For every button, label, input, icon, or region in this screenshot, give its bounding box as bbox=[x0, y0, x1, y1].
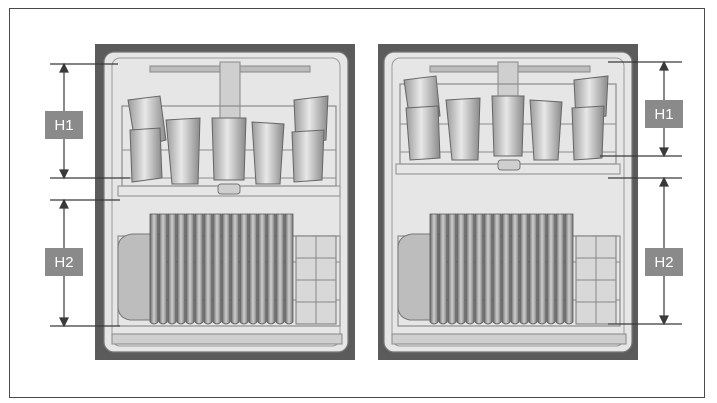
left-plate bbox=[194, 213, 204, 325]
left-plate bbox=[158, 213, 168, 325]
right-cup bbox=[445, 97, 481, 161]
right-plate bbox=[537, 213, 547, 325]
left-plate bbox=[275, 213, 285, 325]
left-plate bbox=[230, 213, 240, 325]
right-plate bbox=[501, 213, 511, 325]
right-plate bbox=[465, 213, 475, 325]
left-h2-label: H2 bbox=[45, 248, 83, 276]
right-plate bbox=[483, 213, 493, 325]
right-plate bbox=[519, 213, 529, 325]
right-cup bbox=[571, 105, 605, 161]
left-plate bbox=[167, 213, 177, 325]
right-plate bbox=[456, 213, 466, 325]
left-cup bbox=[251, 121, 285, 185]
right-plate bbox=[474, 213, 484, 325]
left-plate bbox=[149, 213, 159, 325]
left-cup bbox=[129, 127, 163, 183]
right-plate bbox=[492, 213, 502, 325]
right-cup bbox=[491, 95, 525, 157]
right-cup bbox=[529, 99, 563, 161]
left-dishwasher bbox=[95, 44, 355, 360]
right-plate bbox=[528, 213, 538, 325]
right-plate bbox=[546, 213, 556, 325]
left-plate bbox=[221, 213, 231, 325]
left-plate bbox=[284, 213, 294, 325]
left-plate bbox=[257, 213, 267, 325]
left-dimension-lines bbox=[50, 62, 130, 328]
left-plate bbox=[185, 213, 195, 325]
left-plate bbox=[212, 213, 222, 325]
left-plate bbox=[176, 213, 186, 325]
right-plate bbox=[429, 213, 439, 325]
right-lower-rack bbox=[397, 213, 621, 327]
left-plate bbox=[239, 213, 249, 325]
right-h2-label: H2 bbox=[645, 248, 683, 276]
left-plate bbox=[203, 213, 213, 325]
left-upper-rack bbox=[117, 95, 341, 197]
right-upper-rack bbox=[395, 75, 621, 175]
right-plate bbox=[510, 213, 520, 325]
right-h1-label: H1 bbox=[645, 100, 683, 128]
left-cup bbox=[211, 117, 247, 181]
left-plate bbox=[266, 213, 276, 325]
left-cup bbox=[165, 117, 201, 185]
right-dishwasher bbox=[378, 44, 638, 360]
left-cup bbox=[291, 129, 325, 183]
right-cup bbox=[405, 105, 441, 161]
right-plate bbox=[447, 213, 457, 325]
left-h1-label: H1 bbox=[45, 111, 83, 139]
right-plate bbox=[564, 213, 574, 325]
left-plate bbox=[248, 213, 258, 325]
right-plate bbox=[555, 213, 565, 325]
left-lower-rack bbox=[117, 213, 341, 327]
right-plate bbox=[438, 213, 448, 325]
